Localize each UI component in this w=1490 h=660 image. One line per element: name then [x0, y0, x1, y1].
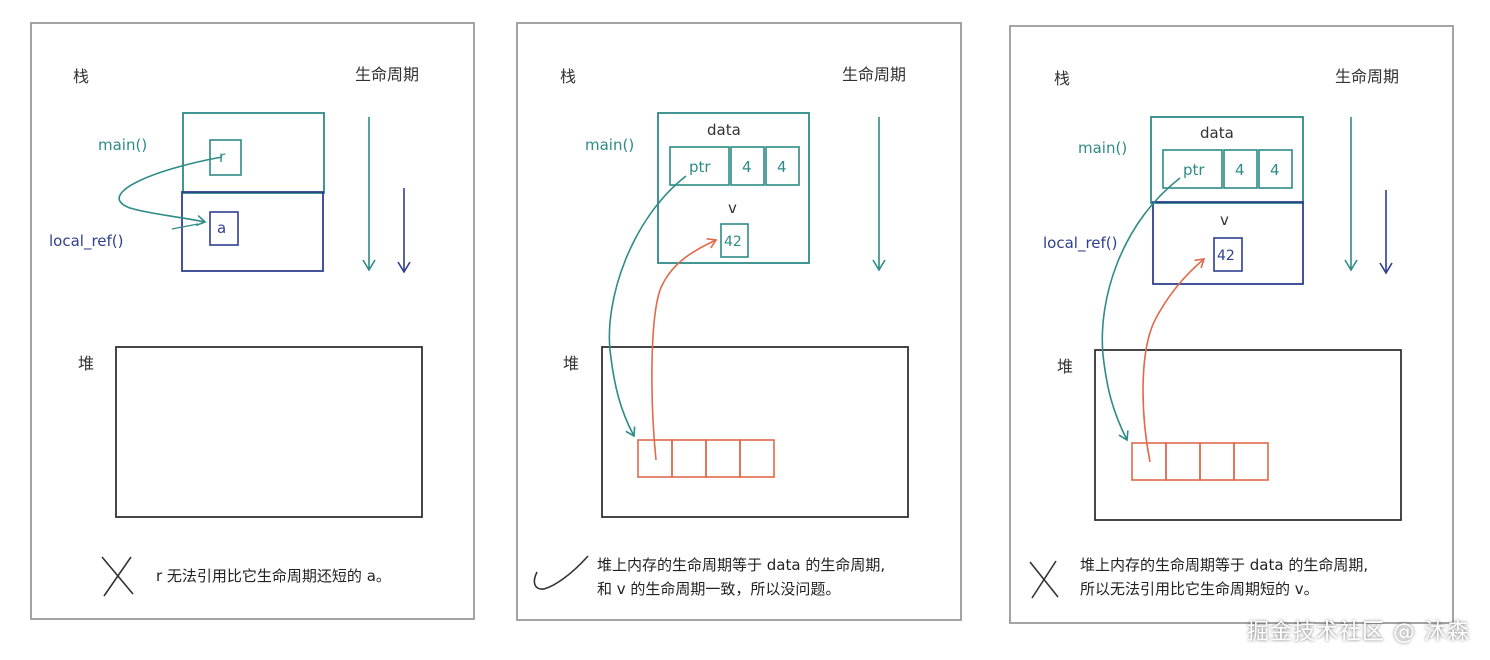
lifetime-label: 生命周期: [355, 65, 419, 84]
len-cell: [730, 146, 765, 186]
v-value: 42: [724, 234, 742, 250]
cap-cell: [765, 146, 800, 186]
main-frame: [1150, 116, 1304, 204]
panel-3: 栈 生命周期 data ptr 4 4 v 42 main() local_re…: [1009, 25, 1454, 624]
a-cell: [209, 211, 239, 246]
a-label: a: [217, 219, 226, 237]
lifetime-label: 生命周期: [842, 65, 906, 84]
heap-cell: [739, 439, 775, 478]
data-label: data: [707, 121, 741, 139]
heap-box: [115, 346, 423, 518]
heap-cell: [705, 439, 741, 478]
stack-label: 栈: [1054, 69, 1070, 88]
main-frame: [182, 112, 325, 194]
heap-cell: [1199, 442, 1235, 481]
v-label: v: [728, 199, 737, 217]
v-cell: [1213, 237, 1243, 272]
ptr-cell: [1162, 149, 1223, 189]
local-ref-label: local_ref(): [49, 232, 124, 251]
cap-cell: [1258, 149, 1293, 189]
lifetime-label: 生命周期: [1335, 67, 1399, 86]
cap-label: 4: [777, 158, 787, 176]
heap-box: [1094, 349, 1402, 521]
ptr-to-heap-arrow: [1101, 177, 1181, 442]
r-cell: [209, 139, 242, 176]
heap-label: 堆: [78, 354, 94, 373]
heap-to-v-arrow: [1142, 258, 1206, 463]
heap-cell: [671, 439, 707, 478]
caption-line-1: r 无法引用比它生命周期还短的 a。: [156, 567, 391, 585]
cap-label: 4: [1270, 161, 1280, 179]
heap-cell: [1165, 442, 1201, 481]
local-ref-frame: [181, 191, 324, 272]
panel-1: 栈 生命周期 r a main() local_ref() 堆 r 无法引用比它…: [30, 22, 475, 620]
panel-frame: [30, 22, 475, 620]
heap-to-v-arrow: [651, 238, 718, 461]
heap-cell: [1233, 442, 1269, 481]
panel-frame: [1009, 25, 1454, 624]
main-label: main(): [98, 136, 147, 154]
ptr-cell: [669, 146, 730, 186]
panel-2: 栈 生命周期 data ptr 4 4 v 42 main() 堆 堆上内存的生…: [516, 22, 962, 621]
r-label: r: [219, 148, 226, 166]
stack-label: 栈: [560, 67, 576, 86]
main-frame: [657, 112, 810, 264]
watermark: 掘金技术社区 @ 沐森: [1247, 620, 1470, 645]
data-label: data: [1200, 124, 1234, 142]
heap-label: 堆: [563, 354, 579, 373]
v-label: v: [1220, 211, 1229, 229]
ptr-label: ptr: [689, 158, 711, 176]
cross-icon: [1029, 560, 1059, 599]
local-ref-frame: [1152, 201, 1304, 285]
len-label: 4: [1235, 161, 1245, 179]
panel-frame: [516, 22, 962, 621]
stack-label: 栈: [73, 67, 89, 86]
caption-line-1: 堆上内存的生命周期等于 data 的生命周期,: [597, 556, 885, 574]
len-label: 4: [742, 158, 752, 176]
caption-line-1: 堆上内存的生命周期等于 data 的生命周期,: [1080, 556, 1368, 574]
reference-arrow-tail: [171, 223, 199, 230]
main-label: main(): [585, 136, 634, 154]
v-value: 42: [1217, 248, 1235, 264]
ptr-label: ptr: [1183, 161, 1205, 179]
caption-line-2: 和 v 的生命周期一致，所以没问题。: [597, 580, 840, 598]
v-cell: [720, 223, 749, 258]
local-ref-label: local_ref(): [1043, 234, 1118, 253]
heap-box: [601, 346, 909, 518]
cross-icon: [101, 556, 134, 597]
main-label: main(): [1078, 139, 1127, 157]
heap-label: 堆: [1057, 357, 1073, 376]
caption-line-2: 所以无法引用比它生命周期短的 v。: [1080, 580, 1319, 598]
len-cell: [1223, 149, 1258, 189]
ptr-to-heap-arrow: [608, 175, 687, 438]
check-icon: [533, 555, 589, 590]
reference-arrow: [118, 156, 223, 227]
heap-cell: [1131, 442, 1167, 481]
